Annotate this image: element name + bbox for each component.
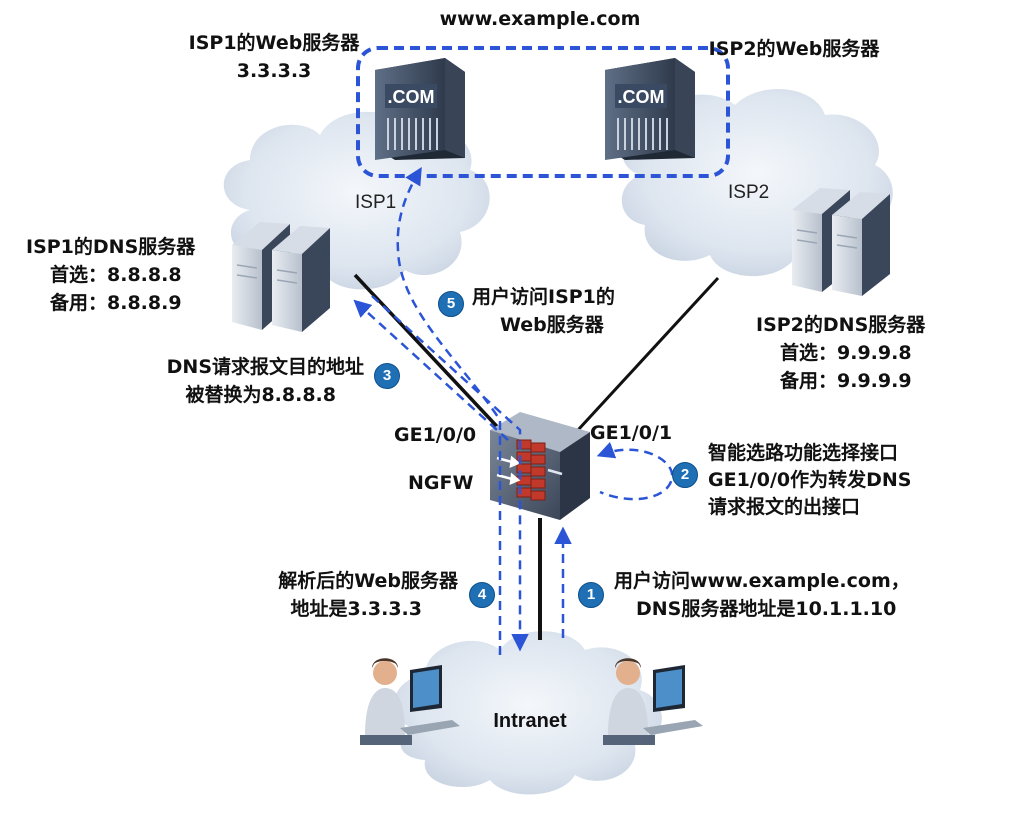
step-5-line1: 用户访问ISP1的	[472, 286, 615, 308]
left-user-workstation-icon	[360, 658, 460, 745]
isp1-web-server-title: ISP1的Web服务器	[188, 32, 360, 54]
isp2-web-badge: .COM	[618, 87, 665, 107]
step-2-line3: 请求报文的出接口	[708, 496, 861, 518]
step-2-badge: 2	[672, 462, 698, 488]
flow-arrow-4-dns-reply	[371, 295, 529, 652]
step-3-badge: 3	[374, 363, 400, 389]
isp2-web-server-icon	[605, 58, 695, 160]
step-3-line1: DNS请求报文目的地址	[166, 356, 364, 378]
intranet-cloud	[394, 631, 662, 795]
step-1-line2: DNS服务器地址是10.1.1.10	[636, 598, 897, 620]
port-ge1-0-0: GE1/0/0	[394, 424, 477, 446]
step-3-line2: 被替换为8.8.8.8	[185, 384, 336, 406]
isp1-dns-title: ISP1的DNS服务器	[26, 236, 196, 258]
step-1-line1: 用户访问www.example.com，	[614, 570, 910, 592]
port-ge1-0-1: GE1/0/1	[590, 422, 673, 444]
flow-arrow-3-dns-request	[353, 299, 509, 441]
intranet-label: Intranet	[493, 710, 567, 732]
right-user-workstation-icon	[603, 658, 703, 745]
isp1-web-badge: .COM	[388, 87, 435, 107]
isp1-web-server-ip: 3.3.3.3	[236, 60, 312, 82]
step-2-line2: GE1/0/0作为转发DNS	[708, 469, 912, 491]
isp1-web-server-icon	[375, 58, 465, 160]
step-4-line2: 地址是3.3.3.3	[290, 598, 422, 620]
ngfw-label: NGFW	[408, 472, 474, 494]
step-2-line1: 智能选路功能选择接口	[708, 442, 899, 464]
isp2-web-server-title: ISP2的Web服务器	[708, 38, 880, 60]
link-isp2-ngfw	[576, 276, 720, 432]
step-4-badge: 4	[469, 582, 495, 608]
isp2-dns-title: ISP2的DNS服务器	[756, 314, 926, 336]
isp1-dns-primary: 首选：8.8.8.8	[50, 264, 182, 286]
isp2-dns-backup: 备用：9.9.9.9	[780, 370, 912, 392]
flow-arrow-5-web-access	[396, 166, 502, 655]
isp1-dns-server-icon	[232, 222, 330, 332]
step-5-line2: Web服务器	[500, 314, 604, 336]
isp1-dns-backup: 备用：8.8.8.9	[50, 292, 182, 314]
link-isp1-ngfw	[353, 273, 507, 437]
isp2-dns-primary: 首选：9.9.9.8	[780, 342, 912, 364]
step-4-line1: 解析后的Web服务器	[278, 570, 458, 592]
isp2-cloud-label: ISP2	[728, 182, 769, 203]
isp2-dns-server-icon	[792, 188, 890, 296]
step-5-badge: 5	[438, 291, 464, 317]
flow-arrow-2-route-select	[596, 441, 674, 501]
step-1-badge: 1	[578, 582, 604, 608]
isp1-cloud-label: ISP1	[355, 192, 396, 213]
web-server-group-box	[356, 46, 730, 178]
domain-title: www.example.com	[439, 8, 641, 30]
ngfw-firewall-icon	[490, 412, 590, 520]
